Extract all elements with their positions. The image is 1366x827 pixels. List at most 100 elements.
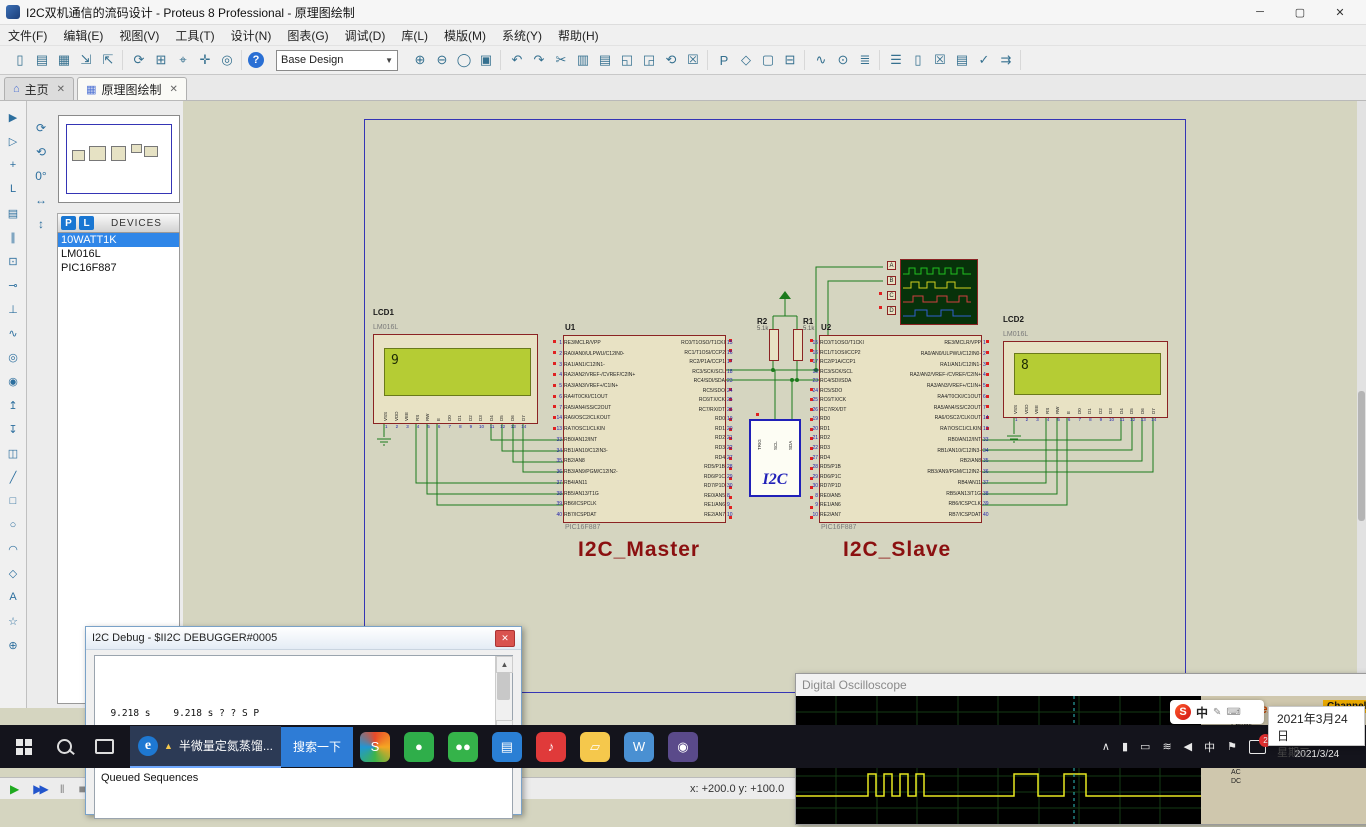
- component-r2[interactable]: R2 5.1k: [757, 317, 797, 332]
- device-pin-mode-icon[interactable]: ⊥: [2, 298, 24, 320]
- 2d-symbol-icon[interactable]: ☆: [2, 610, 24, 632]
- component-i2c-debugger[interactable]: TRIGSCLSDA I2C: [749, 419, 801, 497]
- browser-search-button[interactable]: 搜索一下: [281, 727, 353, 767]
- chip-pin[interactable]: 15 RC0/T1OSO/T1CKI: [820, 340, 897, 346]
- proteus-icon[interactable]: ◉: [668, 732, 698, 762]
- chip-pin[interactable]: 22 RD3: [648, 445, 725, 451]
- chip-pin[interactable]: 25 RC6/TX/CK: [648, 397, 725, 403]
- oscilloscope-channel-pin[interactable]: D: [887, 306, 896, 315]
- lcd-pin[interactable]: VSS 1: [1011, 390, 1022, 428]
- chip-pin[interactable]: 37 RB4/AN11: [904, 480, 981, 486]
- menu-item[interactable]: 编辑(E): [63, 27, 103, 44]
- lcd-pin[interactable]: D6 13: [508, 397, 519, 435]
- wire-autorouter-icon[interactable]: ∿: [811, 50, 831, 70]
- device-list-item[interactable]: 10WATT1K: [58, 233, 179, 247]
- wechat-icon[interactable]: ●●: [448, 732, 478, 762]
- sogou-browser-icon[interactable]: S: [360, 732, 390, 762]
- 2d-path-icon[interactable]: ◇: [2, 562, 24, 584]
- design-selector-dropdown[interactable]: Base Design▼: [276, 50, 398, 71]
- chip-pin[interactable]: 35 RB2/AN8: [564, 458, 641, 464]
- sogou-ime-icon[interactable]: S: [1175, 704, 1191, 720]
- chip-pin[interactable]: 3 RA1/AN1/C12IN1-: [564, 362, 641, 368]
- chip-pin[interactable]: 4 RA2/AN2/VREF-/CVREF/C2IN+: [904, 372, 981, 378]
- new-sheet-icon[interactable]: ▯: [908, 50, 928, 70]
- chip-pin[interactable]: 6 RA4/T0CKI/C1OUT: [904, 394, 981, 400]
- chip-pin[interactable]: 13 RA7/OSC1/CLKIN: [564, 426, 641, 432]
- chip-pin[interactable]: 39 RB6/ICSPCLK: [904, 501, 981, 507]
- chip-pin[interactable]: 3 RA1/AN1/C12IN1-: [904, 362, 981, 368]
- ime-keyboard-icon[interactable]: ⌨: [1226, 707, 1240, 718]
- ime-toolbar[interactable]: S 中 ✎ ⌨: [1170, 700, 1264, 724]
- zoom-area-icon[interactable]: ▣: [476, 50, 496, 70]
- chip-pin[interactable]: 20 RD1: [820, 426, 897, 432]
- redraw-icon[interactable]: ⟳: [129, 50, 149, 70]
- make-device-icon[interactable]: ◇: [736, 50, 756, 70]
- chip-pin[interactable]: 35 RB2/AN8: [904, 458, 981, 464]
- network-icon[interactable]: ≋: [1162, 740, 1171, 753]
- lcd-pin[interactable]: D4 11: [1117, 390, 1128, 428]
- menu-item[interactable]: 调试(D): [345, 27, 386, 44]
- lcd-pin[interactable]: RW 5: [423, 397, 434, 435]
- debugger-pin[interactable]: SCL: [773, 424, 778, 450]
- green-app-icon[interactable]: ●: [404, 732, 434, 762]
- chip-pin[interactable]: 7 RA5/AN4/SS/C2OUT: [564, 405, 641, 411]
- folder-icon[interactable]: ▱: [580, 732, 610, 762]
- lcd-pin[interactable]: VEE 3: [402, 397, 413, 435]
- lcd-pin[interactable]: D5 12: [497, 397, 508, 435]
- 2d-box-icon[interactable]: □: [2, 490, 24, 512]
- lcd-pin[interactable]: D7 14: [1149, 390, 1160, 428]
- menu-item[interactable]: 设计(N): [231, 27, 272, 44]
- 2d-circle-icon[interactable]: ○: [2, 514, 24, 536]
- component-r1[interactable]: R1 5.1k: [803, 317, 843, 332]
- lcd-pin[interactable]: E 6: [1064, 390, 1075, 428]
- chip-pin[interactable]: 1 RE3/MCLR/VPP: [564, 340, 641, 346]
- pause-button[interactable]: ‖: [60, 782, 65, 796]
- chip-pin[interactable]: 33 RB0/AN12/INT: [564, 437, 641, 443]
- menu-item[interactable]: 库(L): [401, 27, 428, 44]
- junction-dot-mode-icon[interactable]: +: [2, 154, 24, 176]
- tape-recorder-mode-icon[interactable]: ◎: [2, 346, 24, 368]
- menu-item[interactable]: 文件(F): [8, 27, 47, 44]
- chip-pin[interactable]: 40 RB7/ICSPDAT: [904, 512, 981, 518]
- ime-language-indicator[interactable]: 中: [1204, 739, 1215, 755]
- chip-pin[interactable]: 8 RE0/AN5: [648, 493, 725, 499]
- menu-item[interactable]: 系统(Y): [502, 27, 542, 44]
- bill-of-materials-icon[interactable]: ▤: [952, 50, 972, 70]
- schematic-overview-preview[interactable]: [58, 115, 180, 203]
- chip-pin[interactable]: 27 RD4: [648, 455, 725, 461]
- component-u1-pic16f887[interactable]: U1 1 RE3/MCLR/VPP 2 RA0/AN0/ULPWU/C12IN0…: [563, 323, 726, 523]
- flip-horizontal-icon[interactable]: ↔: [32, 191, 50, 209]
- property-assignment-icon[interactable]: ≣: [855, 50, 875, 70]
- chip-pin[interactable]: 6 RA4/T0CKI/C1OUT: [564, 394, 641, 400]
- oscilloscope-titlebar[interactable]: Digital Oscilloscope: [796, 674, 1366, 697]
- lcd-pin[interactable]: D1 8: [1085, 390, 1096, 428]
- debugger-pin[interactable]: TRIG: [757, 424, 762, 450]
- chip-pin[interactable]: 23 RC4/SDI/SDA: [820, 378, 897, 384]
- cut-icon[interactable]: ✂: [551, 50, 571, 70]
- hidden-icons-caret[interactable]: ∧: [1102, 740, 1110, 753]
- chip-pin[interactable]: 10 RE2/AN7: [648, 512, 725, 518]
- trigger-coupling-option[interactable]: AC: [1231, 768, 1272, 777]
- chip-pin[interactable]: 8 RE0/AN5: [820, 493, 897, 499]
- blue-app-icon[interactable]: ▤: [492, 732, 522, 762]
- lcd-pin[interactable]: D5 12: [1127, 390, 1138, 428]
- oscilloscope-channel-pin[interactable]: A: [887, 261, 896, 270]
- lcd-pin[interactable]: VSS 1: [381, 397, 392, 435]
- lcd-pin[interactable]: VEE 3: [1032, 390, 1043, 428]
- text-script-mode-icon[interactable]: ▤: [2, 202, 24, 224]
- library-button[interactable]: L: [79, 216, 94, 230]
- chip-pin[interactable]: 7 RA5/AN4/SS/C2OUT: [904, 405, 981, 411]
- chip-pin[interactable]: 28 RD5/P1B: [820, 464, 897, 470]
- chip-pin[interactable]: 20 RD1: [648, 426, 725, 432]
- chip-pin[interactable]: 28 RD5/P1B: [648, 464, 725, 470]
- chip-pin[interactable]: 5 RA3/AN3/VREF+/C1IN+: [564, 383, 641, 389]
- zoom-all-icon[interactable]: ◯: [454, 50, 474, 70]
- chip-pin[interactable]: 4 RA2/AN2/VREF-/CVREF/C2IN+: [564, 372, 641, 378]
- chip-pin[interactable]: 17 RC2/P1A/CCP1: [648, 359, 725, 365]
- center-at-cursor-icon[interactable]: ◎: [217, 50, 237, 70]
- chip-pin[interactable]: 2 RA0/AN0/ULPWU/C12IN0-: [564, 351, 641, 357]
- search-icon[interactable]: [44, 727, 84, 767]
- lcd-pin[interactable]: VDD 2: [1022, 390, 1033, 428]
- redo-icon[interactable]: ↷: [529, 50, 549, 70]
- pan-icon[interactable]: ✛: [195, 50, 215, 70]
